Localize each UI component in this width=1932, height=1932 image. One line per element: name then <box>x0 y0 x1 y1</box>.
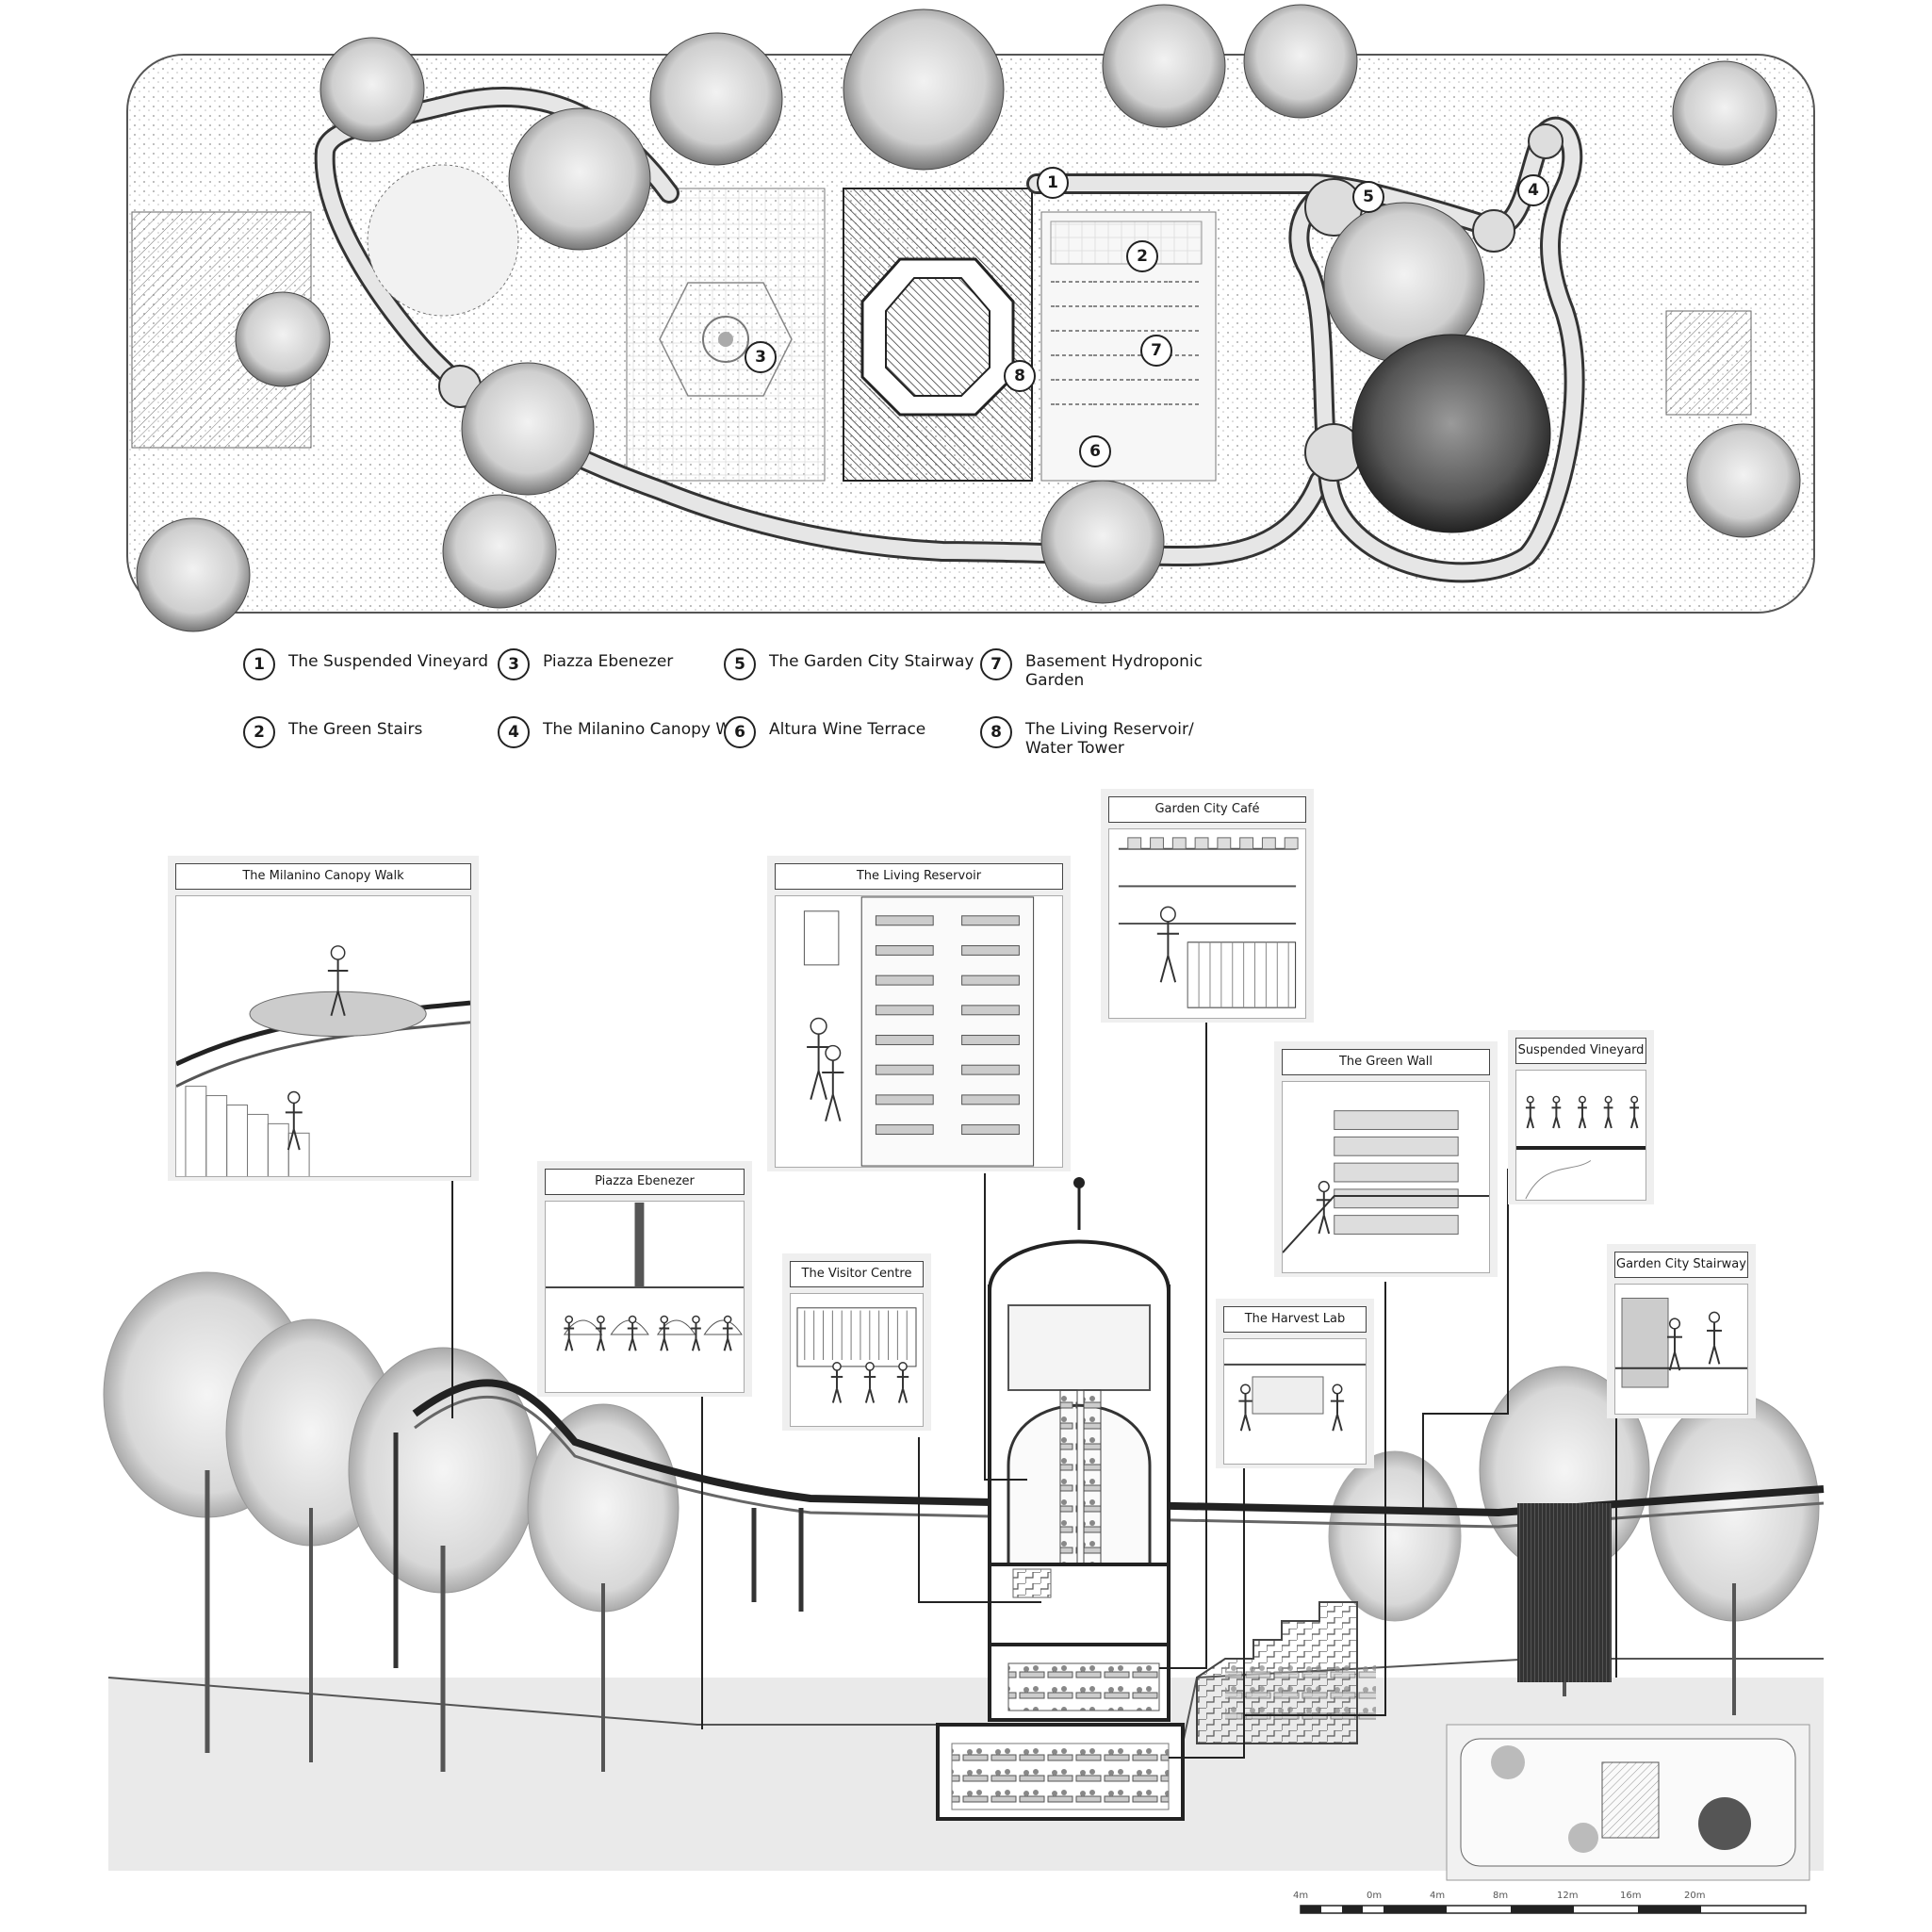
scale-tick-label: 4m <box>1430 1891 1446 1901</box>
panel-illustration <box>1223 1338 1367 1465</box>
panel-illustration <box>1282 1081 1490 1273</box>
piazza-vignette <box>546 1202 744 1351</box>
panel-illustration <box>1614 1284 1748 1415</box>
plan-marker-1: 1 <box>1037 167 1069 199</box>
legend-number: 6 <box>724 716 756 748</box>
panel-stairway: Garden City Stairway <box>1607 1244 1756 1418</box>
panel-illustration <box>1108 828 1306 1019</box>
plan-marker-5: 5 <box>1352 181 1384 213</box>
canopy-walk-deck <box>412 1379 1825 1517</box>
legend-number: 2 <box>243 716 275 748</box>
harvest-vignette <box>1224 1363 1366 1432</box>
panel-visitor: The Visitor Centre <box>782 1253 931 1431</box>
panel-piazza: Piazza Ebenezer <box>537 1161 752 1397</box>
panel-harvest: The Harvest Lab <box>1216 1299 1374 1468</box>
hatched-building-east <box>1665 310 1752 416</box>
panel-greenwall: The Green Wall <box>1274 1041 1498 1277</box>
panel-title: The Milanino Canopy Walk <box>175 863 471 890</box>
cafe-vignette <box>1118 837 1299 1008</box>
legend-label: Basement Hydroponic Garden <box>1025 652 1203 690</box>
legend-item: 8 The Living Reservoir/ Water Tower <box>980 716 1242 758</box>
plan-marker-8: 8 <box>1004 360 1036 392</box>
legend-item: 5 The Garden City Stairway <box>724 648 986 680</box>
scale-bar <box>1300 1905 1807 1914</box>
legend-label: The Milanino Canopy Walk <box>543 720 755 739</box>
panel-illustration <box>545 1201 745 1393</box>
panel-canopy: The Milanino Canopy Walk <box>168 856 479 1181</box>
legend-item: 2 The Green Stairs <box>243 716 505 748</box>
legend-label: Piazza Ebenezer <box>543 652 674 671</box>
panel-title: The Harvest Lab <box>1223 1306 1367 1333</box>
plan-marker-2: 2 <box>1126 240 1158 272</box>
legend-label: The Garden City Stairway <box>769 652 974 671</box>
panel-illustration <box>790 1293 924 1427</box>
plan-marker-6: 6 <box>1079 435 1111 467</box>
water-tower-section <box>988 1177 1171 1722</box>
legend-item: 3 Piazza Ebenezer <box>498 648 760 680</box>
legend-number: 4 <box>498 716 530 748</box>
garden-city-stairway-section <box>1517 1503 1612 1682</box>
legend-number: 7 <box>980 648 1012 680</box>
panel-title: Piazza Ebenezer <box>545 1169 745 1195</box>
legend-number: 1 <box>243 648 275 680</box>
scale-tick-label: 4m <box>1293 1891 1309 1901</box>
legend-item: 1 The Suspended Vineyard <box>243 648 505 680</box>
legend-item: 4 The Milanino Canopy Walk <box>498 716 760 748</box>
legend-label: The Suspended Vineyard <box>288 652 489 671</box>
panel-title: The Green Wall <box>1282 1049 1490 1075</box>
scale-tick-label: 0m <box>1367 1891 1383 1901</box>
panel-cafe: Garden City Café <box>1101 789 1314 1023</box>
legend-item: 7 Basement Hydroponic Garden <box>980 648 1242 690</box>
scale-tick-label: 20m <box>1684 1891 1706 1901</box>
panel-illustration <box>1515 1070 1646 1201</box>
legend-label: The Living Reservoir/ Water Tower <box>1025 720 1194 758</box>
scale-tick-label: 8m <box>1493 1891 1509 1901</box>
panel-illustration <box>175 895 471 1177</box>
panel-title: Garden City Café <box>1108 796 1306 823</box>
plan-trees <box>136 4 1801 632</box>
legend-number: 8 <box>980 716 1012 748</box>
greenwall-vignette <box>1283 1110 1489 1253</box>
vineyard-vignette <box>1516 1095 1645 1200</box>
panel-illustration <box>775 895 1063 1168</box>
panel-title: The Living Reservoir <box>775 863 1063 890</box>
legend-number: 5 <box>724 648 756 680</box>
scale-tick-label: 12m <box>1557 1891 1579 1901</box>
legend-label: The Green Stairs <box>288 720 423 739</box>
legend-label: Altura Wine Terrace <box>769 720 926 739</box>
reservoir-vignette <box>803 896 1035 1167</box>
leader-lines <box>451 1018 1617 1759</box>
plan-marker-3: 3 <box>745 341 777 373</box>
section-trees <box>103 1271 1820 1772</box>
panel-reservoir: The Living Reservoir <box>767 856 1071 1171</box>
stairway-vignette <box>1615 1297 1747 1388</box>
plan-marker-7: 7 <box>1140 335 1172 367</box>
visitor-vignette <box>796 1307 917 1403</box>
legend-number: 3 <box>498 648 530 680</box>
legend-item: 6 Altura Wine Terrace <box>724 716 986 748</box>
panel-title: Suspended Vineyard <box>1515 1038 1646 1064</box>
panel-vineyard: Suspended Vineyard <box>1508 1030 1654 1204</box>
scale-tick-label: 16m <box>1620 1891 1642 1901</box>
panel-title: The Visitor Centre <box>790 1261 924 1287</box>
plan-marker-4: 4 <box>1517 174 1549 206</box>
canopy-vignette <box>176 945 470 1176</box>
panel-title: Garden City Stairway <box>1614 1252 1748 1278</box>
